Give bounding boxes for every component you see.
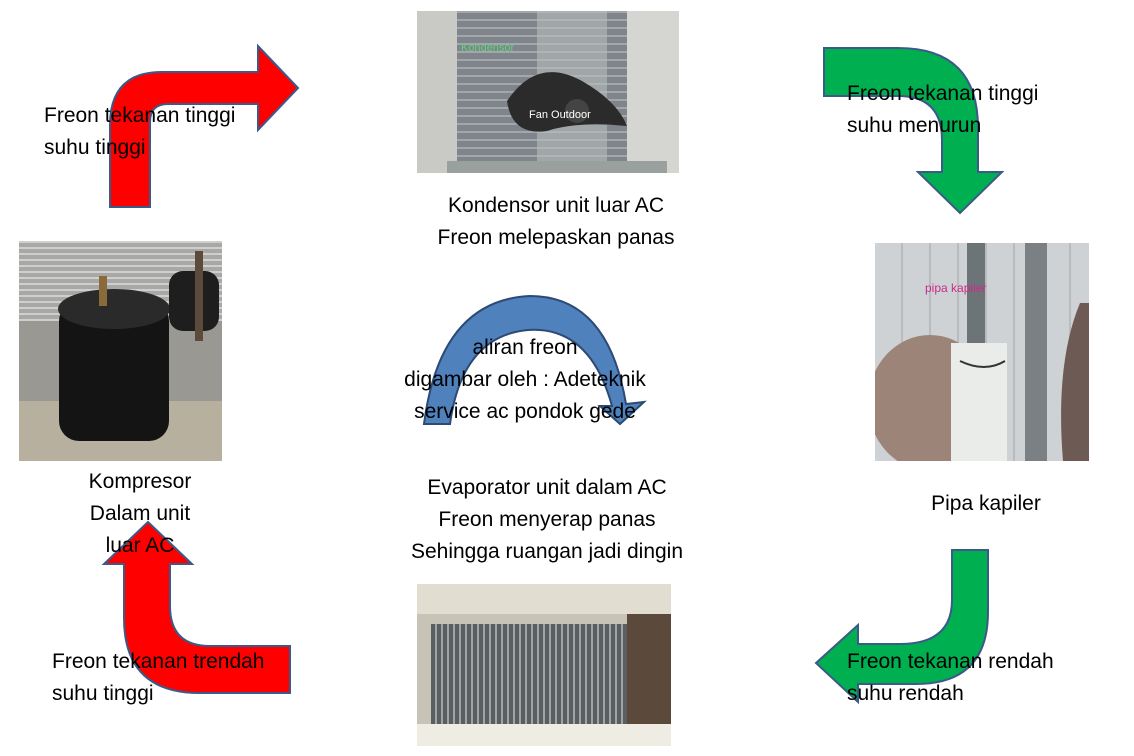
caption-line: luar AC	[105, 534, 175, 557]
flow-label-line: Freon tekanan trendah	[52, 650, 265, 673]
flow-arrow-top-right	[823, 47, 1005, 215]
caption-line: Kondensor unit luar AC	[448, 194, 664, 217]
caption-line: Sehingga ruangan jadi dingin	[410, 540, 684, 563]
caption-line: Kompresor	[88, 470, 192, 493]
caption-line: Evaporator unit dalam AC	[427, 476, 667, 499]
flow-arrow-bottom-right	[814, 549, 989, 705]
caption-line: Freon menyerap panas	[438, 508, 656, 531]
caption-line: Pipa kapiler	[931, 492, 1041, 515]
center-caption: aliran freon digambar oleh : Adeteknik s…	[360, 332, 690, 428]
center-flow-arc	[422, 294, 647, 426]
kompresor-caption: Kompresor Dalam unit luar AC	[60, 466, 220, 562]
evaporator-caption: Evaporator unit dalam AC Freon menyerap …	[372, 472, 722, 568]
pipa-kapiler-photo: pipa kapiler	[875, 243, 1089, 461]
caption-line: service ac pondok gede	[414, 400, 636, 423]
kondensor-photo-label: Kondensor	[461, 42, 515, 54]
kondensor-photo: Kondensor Fan Outdoor	[417, 11, 679, 173]
flow-label-top-left: Freon tekanan tinggi suhu tinggi	[44, 100, 235, 164]
flow-label-bottom-right: Freon tekanan rendah suhu rendah	[847, 646, 1054, 710]
kondensor-caption: Kondensor unit luar AC Freon melepaskan …	[397, 190, 715, 254]
flow-label-bottom-left: Freon tekanan trendah suhu tinggi	[52, 646, 264, 710]
caption-line: aliran freon	[472, 336, 578, 359]
evaporator-photo	[417, 584, 671, 746]
flow-label-line: suhu menurun	[847, 114, 982, 137]
flow-label-line: suhu tinggi	[44, 136, 146, 159]
fan-outdoor-label: Fan Outdoor	[529, 109, 591, 121]
flow-label-line: Freon tekanan tinggi	[44, 104, 236, 127]
flow-label-line: Freon tekanan tinggi	[847, 82, 1039, 105]
pipa-kapiler-photo-label: pipa kapiler	[925, 281, 987, 295]
caption-line: Dalam unit	[89, 502, 191, 525]
flow-label-top-right: Freon tekanan tinggi suhu menurun	[847, 78, 1038, 142]
flow-label-line: suhu tinggi	[52, 682, 154, 705]
flow-label-line: suhu rendah	[847, 682, 964, 705]
kompresor-photo	[19, 241, 222, 461]
flow-label-line: Freon tekanan rendah	[847, 650, 1054, 673]
caption-line: digambar oleh : Adeteknik	[404, 368, 646, 391]
caption-line: Freon melepaskan panas	[437, 226, 675, 249]
flow-arrow-top-left	[109, 43, 300, 208]
pipa-kapiler-caption: Pipa kapiler	[900, 488, 1072, 520]
flow-arrow-bottom-left	[101, 520, 291, 694]
